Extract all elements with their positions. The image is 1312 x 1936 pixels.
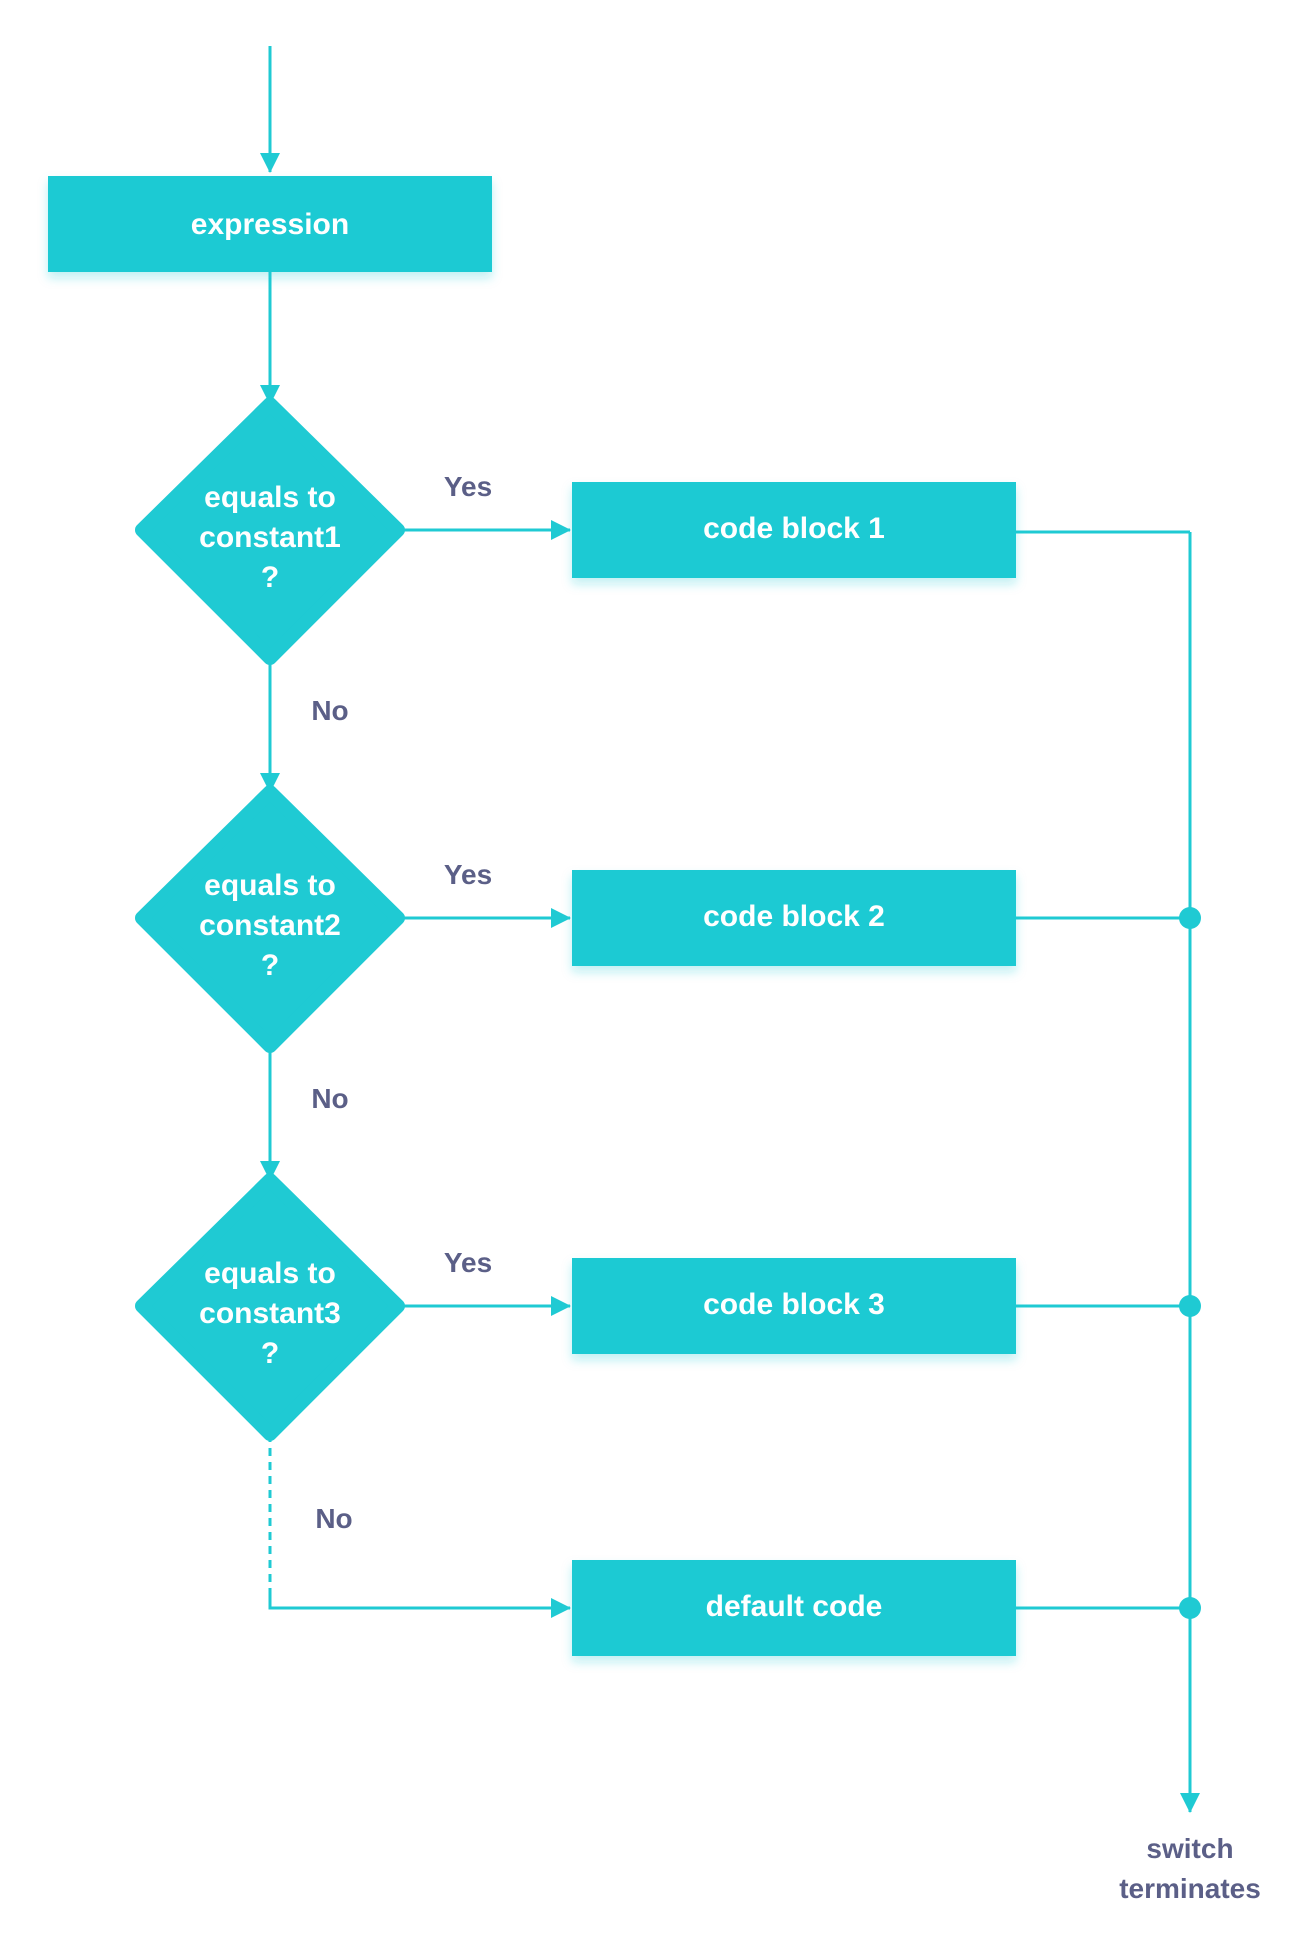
- expression-label: expression: [191, 208, 349, 241]
- decision3-line1: equals to: [204, 1257, 336, 1290]
- decision1-line2: constant1: [199, 521, 341, 554]
- end-label-line2: terminates: [1119, 1873, 1261, 1904]
- decision3-line2: constant3: [199, 1297, 341, 1330]
- code-block-1-node: code block 1: [572, 482, 1016, 578]
- decision1-line1: equals to: [204, 481, 336, 514]
- no-label-2: No: [311, 1083, 348, 1114]
- decision-node-2: equals to constant2 ?: [135, 785, 405, 1053]
- end-label-line1: switch: [1146, 1833, 1233, 1864]
- junction-dot-default: [1179, 1597, 1201, 1619]
- junction-dot-2: [1179, 907, 1201, 929]
- decision-node-3: equals to constant3 ?: [135, 1173, 405, 1441]
- decision2-line3: ?: [261, 949, 279, 982]
- decision2-line2: constant2: [199, 909, 341, 942]
- code-block-3-node: code block 3: [572, 1258, 1016, 1354]
- default-code-node: default code: [572, 1560, 1016, 1656]
- decision-node-1: equals to constant1 ?: [135, 397, 405, 665]
- yes-label-2: Yes: [444, 859, 492, 890]
- no-label-1: No: [311, 695, 348, 726]
- code-block-2-label: code block 2: [703, 900, 885, 933]
- decision3-line3: ?: [261, 1337, 279, 1370]
- expression-node: expression: [48, 176, 492, 272]
- decision1-line3: ?: [261, 561, 279, 594]
- decision2-line1: equals to: [204, 869, 336, 902]
- yes-label-3: Yes: [444, 1247, 492, 1278]
- yes-label-1: Yes: [444, 471, 492, 502]
- edge-decision3-no-to-default: [268, 1588, 571, 1618]
- default-code-label: default code: [706, 1590, 883, 1623]
- code-block-3-label: code block 3: [703, 1288, 885, 1321]
- no-label-3: No: [315, 1503, 352, 1534]
- code-block-1-label: code block 1: [703, 512, 885, 545]
- code-block-2-node: code block 2: [572, 870, 1016, 966]
- junction-dot-3: [1179, 1295, 1201, 1317]
